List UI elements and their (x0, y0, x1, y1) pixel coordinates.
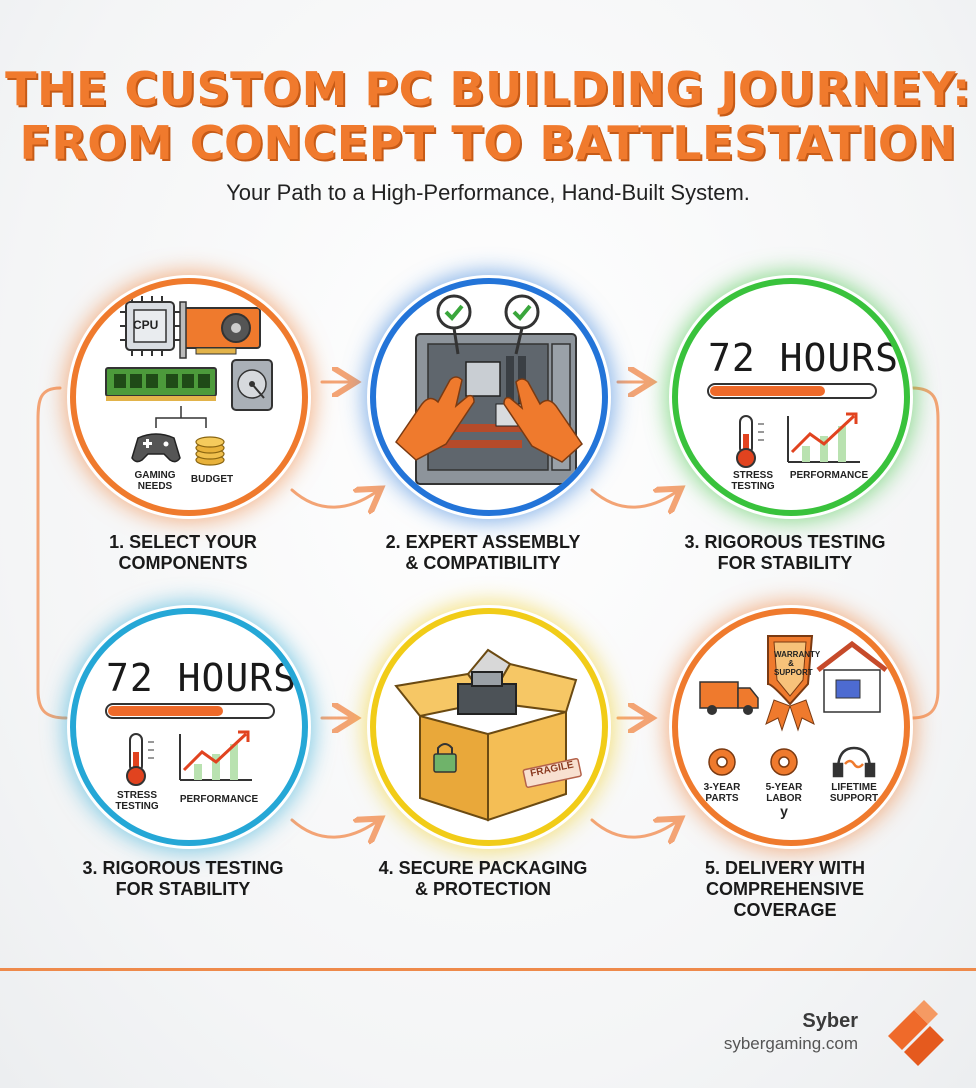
curved-arrow-2-3 (590, 490, 676, 507)
fragile-stamp (522, 757, 582, 788)
step-3-label-line-2: FOR STABILITY (717, 553, 853, 573)
step-1-label-line-2: COMPONENTS (118, 553, 248, 573)
title-line-2: FROM CONCEPT TO BATTLESTATION (19, 116, 957, 170)
step-4-label-line-1: 3. RIGOROUS TESTING (82, 858, 284, 878)
performance-chart-icon (787, 412, 860, 463)
step-2-circle (370, 278, 608, 516)
thermometer-icon (736, 415, 764, 468)
gpu-icon (179, 301, 261, 359)
curved-arrow-5-6 (590, 820, 676, 837)
step-1-circle: CPU GAMING NEEDS BUDGET (70, 278, 308, 516)
step-6-circle: WARRANTY & SUPPORT 3-YEAR PARTS 5-YEAR L… (672, 608, 910, 846)
step-4-circle: 72 HOURS STRESS TESTING PERFORMANCE (70, 608, 308, 846)
progress-bar (105, 703, 275, 719)
hard-drive-icon (231, 359, 273, 411)
step-6-label-line-1: 5. DELIVERY WITH (704, 858, 866, 878)
title-line-1: THE CUSTOM PC BUILDING JOURNEY: (5, 62, 971, 116)
support-label: LIFETIME SUPPORT (829, 782, 879, 804)
brand-url: sybergaming.com (723, 1034, 858, 1053)
gear-icon-parts (708, 748, 736, 776)
step-4-label-line-2: FOR STABILITY (115, 879, 251, 899)
parts-label: 3-YEAR PARTS (703, 782, 741, 804)
warranty-badge-icon (765, 635, 815, 732)
shipping-box-icon (394, 648, 578, 822)
labor-extra: y (780, 803, 788, 819)
step-6-label-line-3: COVERAGE (733, 900, 837, 920)
check-magnifier-left-icon (436, 294, 472, 355)
duration-display: 72 HOURS (106, 656, 298, 700)
ram-icon (105, 367, 217, 401)
progress-bar (707, 383, 877, 399)
headset-icon (832, 746, 876, 778)
step-1-label: 1. SELECT YOUR COMPONENTS (53, 532, 313, 574)
curved-arrow-4-5 (290, 820, 376, 837)
labor-label: 5-YEAR LABOR (765, 782, 803, 804)
house-icon (816, 640, 888, 713)
step-2-label-line-1: 2. EXPERT ASSEMBLY (385, 532, 581, 552)
step-5-label-line-1: 4. SECURE PACKAGING (378, 858, 588, 878)
step-5-label: 4. SECURE PACKAGING & PROTECTION (353, 858, 613, 900)
performance-label: PERFORMANCE (789, 470, 869, 481)
budget-label: BUDGET (190, 474, 234, 485)
syber-logo-icon (888, 1000, 944, 1066)
stress-testing-label: STRESS TESTING (115, 790, 159, 812)
left-loop-line (36, 386, 68, 720)
brand-name: Syber (802, 1010, 858, 1032)
lock-icon (433, 743, 457, 773)
cpu-icon (120, 296, 180, 356)
gaming-needs-label: GAMING NEEDS (134, 470, 176, 492)
step-5-circle: FRAGILE (370, 608, 608, 846)
step-6-label: 5. DELIVERY WITH COMPREHENSIVE COVERAGE (655, 858, 915, 921)
step-3-label-line-1: 3. RIGOROUS TESTING (684, 532, 886, 552)
step-2-label-line-2: & COMPATIBILITY (405, 553, 561, 573)
step-2-label: 2. EXPERT ASSEMBLY & COMPATIBILITY (353, 532, 613, 574)
footer-divider (0, 968, 976, 971)
subtitle: Your Path to a High-Performance, Hand-Bu… (226, 180, 750, 205)
right-loop-line (910, 386, 940, 720)
step-3-label: 3. RIGOROUS TESTING FOR STABILITY (655, 532, 915, 574)
step-6-label-line-2: COMPREHENSIVE (705, 879, 865, 899)
cpu-text: CPU (133, 318, 159, 332)
truck-icon (699, 681, 759, 715)
step-5-label-line-2: & PROTECTION (414, 879, 551, 899)
performance-chart-icon (179, 730, 252, 781)
gloved-hands-icon (395, 376, 583, 463)
step-1-label-line-1: 1. SELECT YOUR (109, 532, 257, 552)
step-3-circle: 72 HOURS STRESS TESTING PERFORMANCE (672, 278, 910, 516)
gamepad-icon (131, 433, 181, 463)
stress-testing-label: STRESS TESTING (731, 470, 775, 492)
gear-icon-labor (770, 748, 798, 776)
thermometer-icon (126, 733, 154, 786)
coins-icon (195, 436, 225, 466)
step-4-label: 3. RIGOROUS TESTING FOR STABILITY (53, 858, 313, 900)
performance-label: PERFORMANCE (179, 794, 259, 805)
check-magnifier-right-icon (504, 294, 540, 355)
warranty-badge-text: WARRANTY & SUPPORT (774, 650, 821, 677)
curved-arrow-1-2 (290, 490, 376, 507)
duration-display: 72 HOURS (708, 336, 900, 380)
